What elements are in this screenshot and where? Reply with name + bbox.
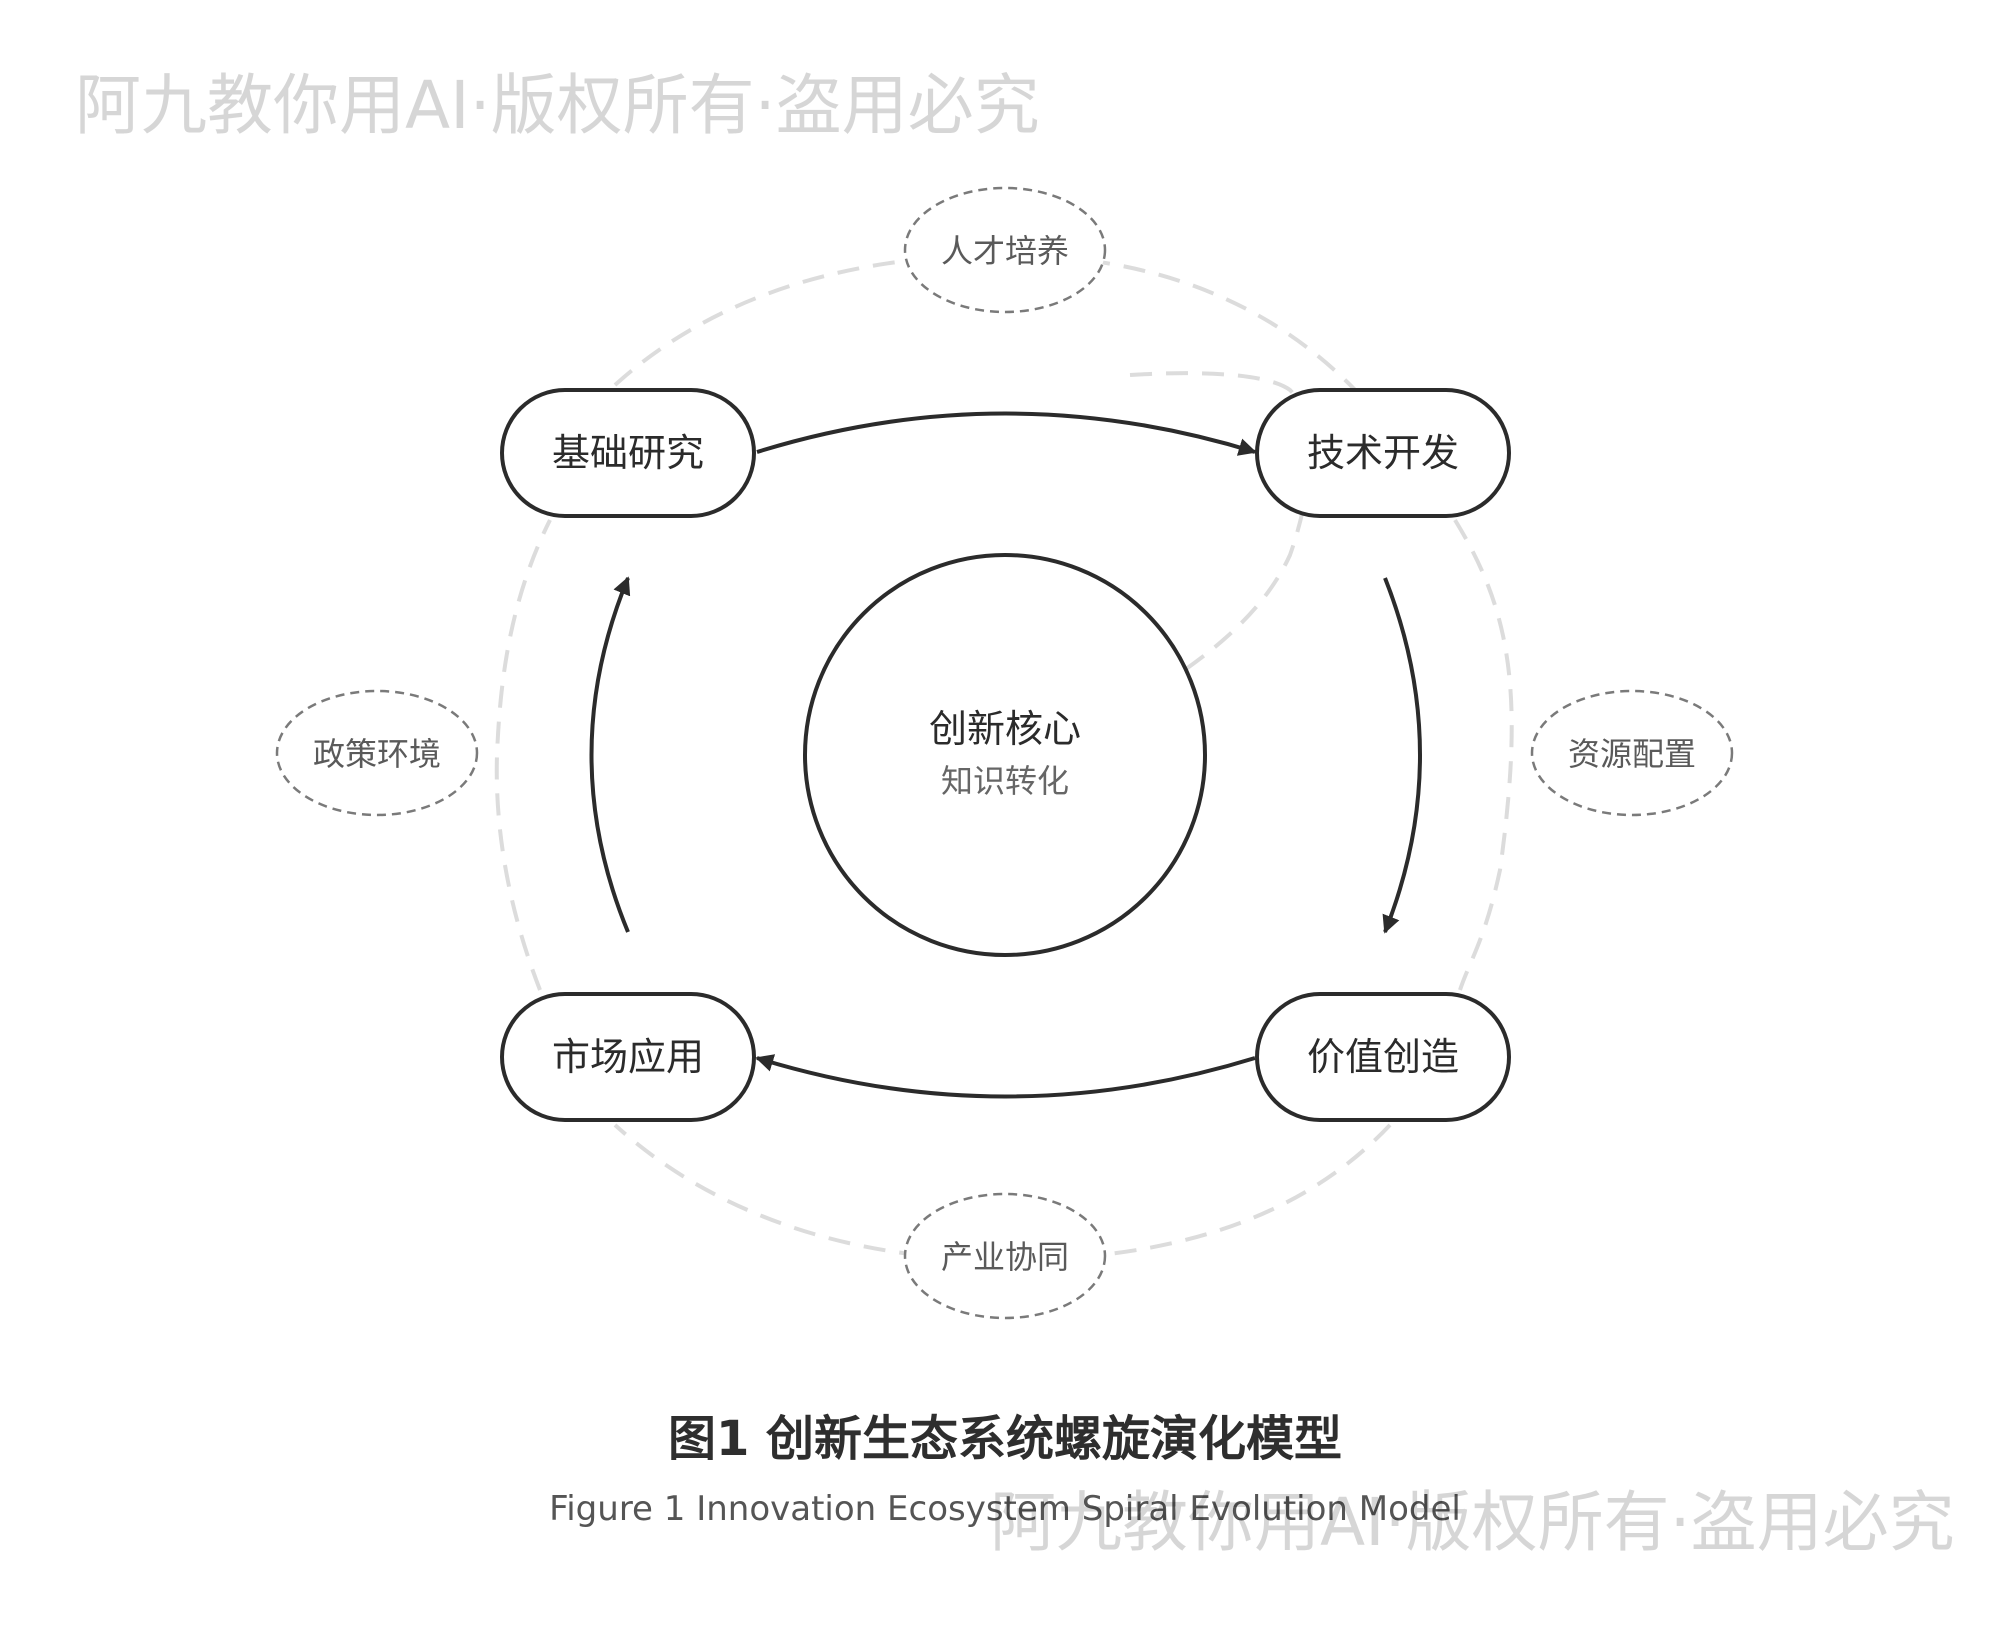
stage-tech-development: 技术开发: [1255, 388, 1511, 518]
stage-value-creation-label: 价值创造: [1307, 1035, 1459, 1079]
watermark-top: 阿九教你用AI·版权所有·盗用必究: [75, 67, 1040, 144]
figure-caption-title: 图1 创新生态系统螺旋演化模型: [668, 1411, 1342, 1467]
arrow-research-to-development: [756, 411, 1257, 456]
factor-resources-label: 资源配置: [1568, 735, 1696, 773]
center-subtitle: 知识转化: [941, 762, 1069, 800]
center-title: 创新核心: [929, 707, 1081, 751]
cycle-arrows: [589, 411, 1422, 1099]
factor-industry: 产业协同: [903, 1192, 1107, 1320]
stage-basic-research-label: 基础研究: [552, 431, 704, 475]
stage-value-creation: 价值创造: [1255, 992, 1511, 1122]
spiral-arc-left: [494, 519, 552, 991]
figure-caption-subtitle: Figure 1 Innovation Ecosystem Spiral Evo…: [549, 1489, 1461, 1529]
stage-market-application-label: 市场应用: [552, 1035, 704, 1079]
factor-talent-label: 人才培养: [941, 232, 1069, 270]
arrow-value-to-market: [755, 1054, 1256, 1099]
factor-industry-label: 产业协同: [941, 1238, 1069, 1276]
stage-market-application: 市场应用: [500, 992, 756, 1122]
factor-policy: 政策环境: [275, 689, 479, 817]
spiral-arc-bottom: [613, 1123, 1392, 1263]
arrow-development-to-value: [1382, 577, 1422, 934]
center-node: 创新核心 知识转化: [803, 553, 1207, 957]
factor-resources: 资源配置: [1530, 689, 1734, 817]
watermark-bottom: 阿九教你用AI·版权所有·盗用必究: [990, 1484, 1955, 1561]
arrow-market-to-research: [589, 576, 631, 933]
stage-basic-research: 基础研究: [500, 388, 756, 518]
factor-policy-label: 政策环境: [313, 735, 441, 773]
spiral-arc-top: [613, 252, 1362, 397]
stage-tech-development-label: 技术开发: [1307, 431, 1459, 475]
factor-talent: 人才培养: [903, 186, 1107, 314]
center-circle: [803, 553, 1207, 957]
spiral-arc-right: [1453, 518, 1514, 991]
